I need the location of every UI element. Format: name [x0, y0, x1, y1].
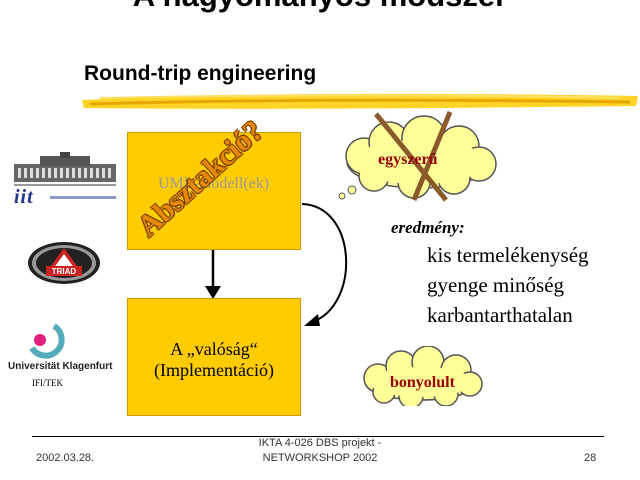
klagenfurt-logo-icon — [29, 323, 65, 359]
implementation-box: A „valóság“ (Implementáció) — [127, 298, 301, 416]
simple-cloud-label: egyszerű — [378, 151, 438, 168]
implementation-label: (Implementáció) — [154, 360, 274, 380]
down-arrow-icon — [205, 250, 221, 299]
reality-label: A „valóság“ — [170, 339, 258, 359]
triad-logo-text: TRIAD — [52, 267, 77, 276]
iit-logo: iit — [14, 186, 34, 208]
footer-project: IKTA 4-026 DBS projekt - — [258, 437, 382, 449]
result-item: gyenge minőség — [427, 273, 565, 297]
triad-logo: TRIAD — [28, 242, 100, 284]
iit-logo-bar — [50, 196, 116, 199]
footer-date: 2002.03.28. — [36, 452, 95, 464]
footer-divider — [32, 436, 604, 437]
brush-stroke — [82, 93, 638, 109]
footer-event: NETWORKSHOP 2002 — [262, 452, 378, 464]
uml-model-label: UML-modell(ek) — [158, 175, 270, 192]
complex-cloud-label: bonyolult — [390, 374, 455, 391]
roundtrip-arrow-icon — [301, 203, 348, 326]
complex-cloud — [363, 346, 483, 406]
slide-title: A hagyományos módszer — [0, 0, 640, 14]
university-building-logo: iit — [10, 150, 120, 208]
uml-model-box: UML-modell(ek) — [127, 132, 301, 250]
slide-subtitle: Round-trip engineering — [84, 62, 317, 85]
result-item: kis termelékenység — [427, 243, 589, 267]
ifi-label: IFI/TEK — [32, 378, 63, 388]
building-icon — [14, 152, 116, 186]
klagenfurt-logo-text: Universität Klagenfurt — [8, 361, 113, 372]
simple-cloud — [338, 111, 497, 202]
result-item: karbantarthatalan — [427, 303, 573, 327]
page-number: 28 — [584, 452, 597, 464]
result-label: eredmény: — [391, 218, 465, 237]
